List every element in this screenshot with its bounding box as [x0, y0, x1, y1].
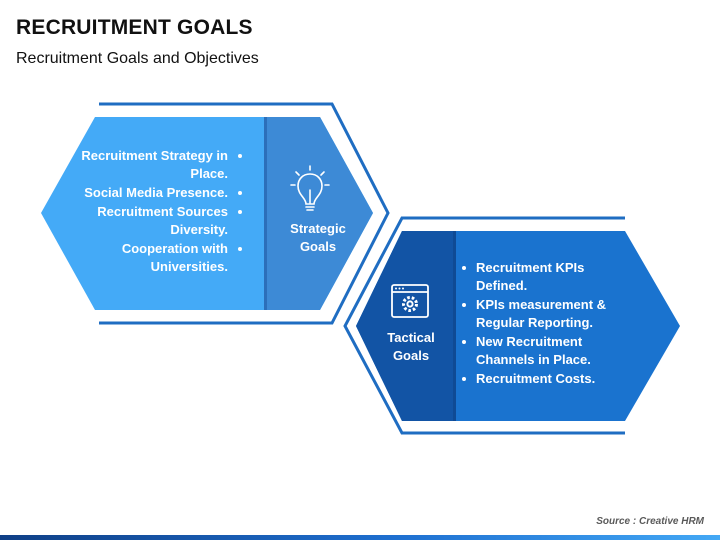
strategic-goals-label: Strategic Goals: [278, 220, 358, 256]
bottom-accent-bar: [0, 535, 720, 540]
source-credit: Source : Creative HRM: [596, 516, 704, 527]
tactical-label-line1: Tactical: [387, 330, 435, 345]
tactical-panel-divider: [453, 231, 456, 421]
list-item: Recruitment Strategy in Place.: [70, 147, 242, 183]
list-item: Recruitment KPIs Defined.: [462, 259, 632, 295]
list-item: New Recruitment Channels in Place.: [462, 333, 632, 369]
strategic-outline: [99, 102, 390, 325]
list-item: Social Media Presence.: [70, 184, 242, 202]
tactical-outline: [343, 216, 625, 435]
lightbulb-icon: [290, 165, 330, 211]
browser-gear-icon: [391, 284, 429, 318]
strategic-panel-divider: [264, 117, 267, 310]
strategic-goals-list: Recruitment Strategy in Place. Social Me…: [70, 147, 242, 277]
list-item: Cooperation with Universities.: [70, 240, 242, 276]
tactical-panel: [356, 231, 455, 421]
list-item: Recruitment Costs.: [462, 370, 632, 388]
tactical-label-line2: Goals: [392, 348, 430, 363]
list-item: KPIs measurement & Regular Reporting.: [462, 296, 632, 332]
list-item: Recruitment Sources Diversity.: [70, 203, 242, 239]
page-subtitle: Recruitment Goals and Objectives: [16, 50, 259, 67]
page-title: RECRUITMENT GOALS: [16, 16, 253, 39]
strategic-label-line2: Goals: [299, 239, 337, 254]
strategic-panel: [264, 117, 373, 310]
tactical-goals-label: Tactical Goals: [371, 329, 451, 365]
tactical-goals-list: Recruitment KPIs Defined. KPIs measureme…: [462, 259, 632, 389]
strategic-label-line1: Strategic: [290, 221, 346, 236]
